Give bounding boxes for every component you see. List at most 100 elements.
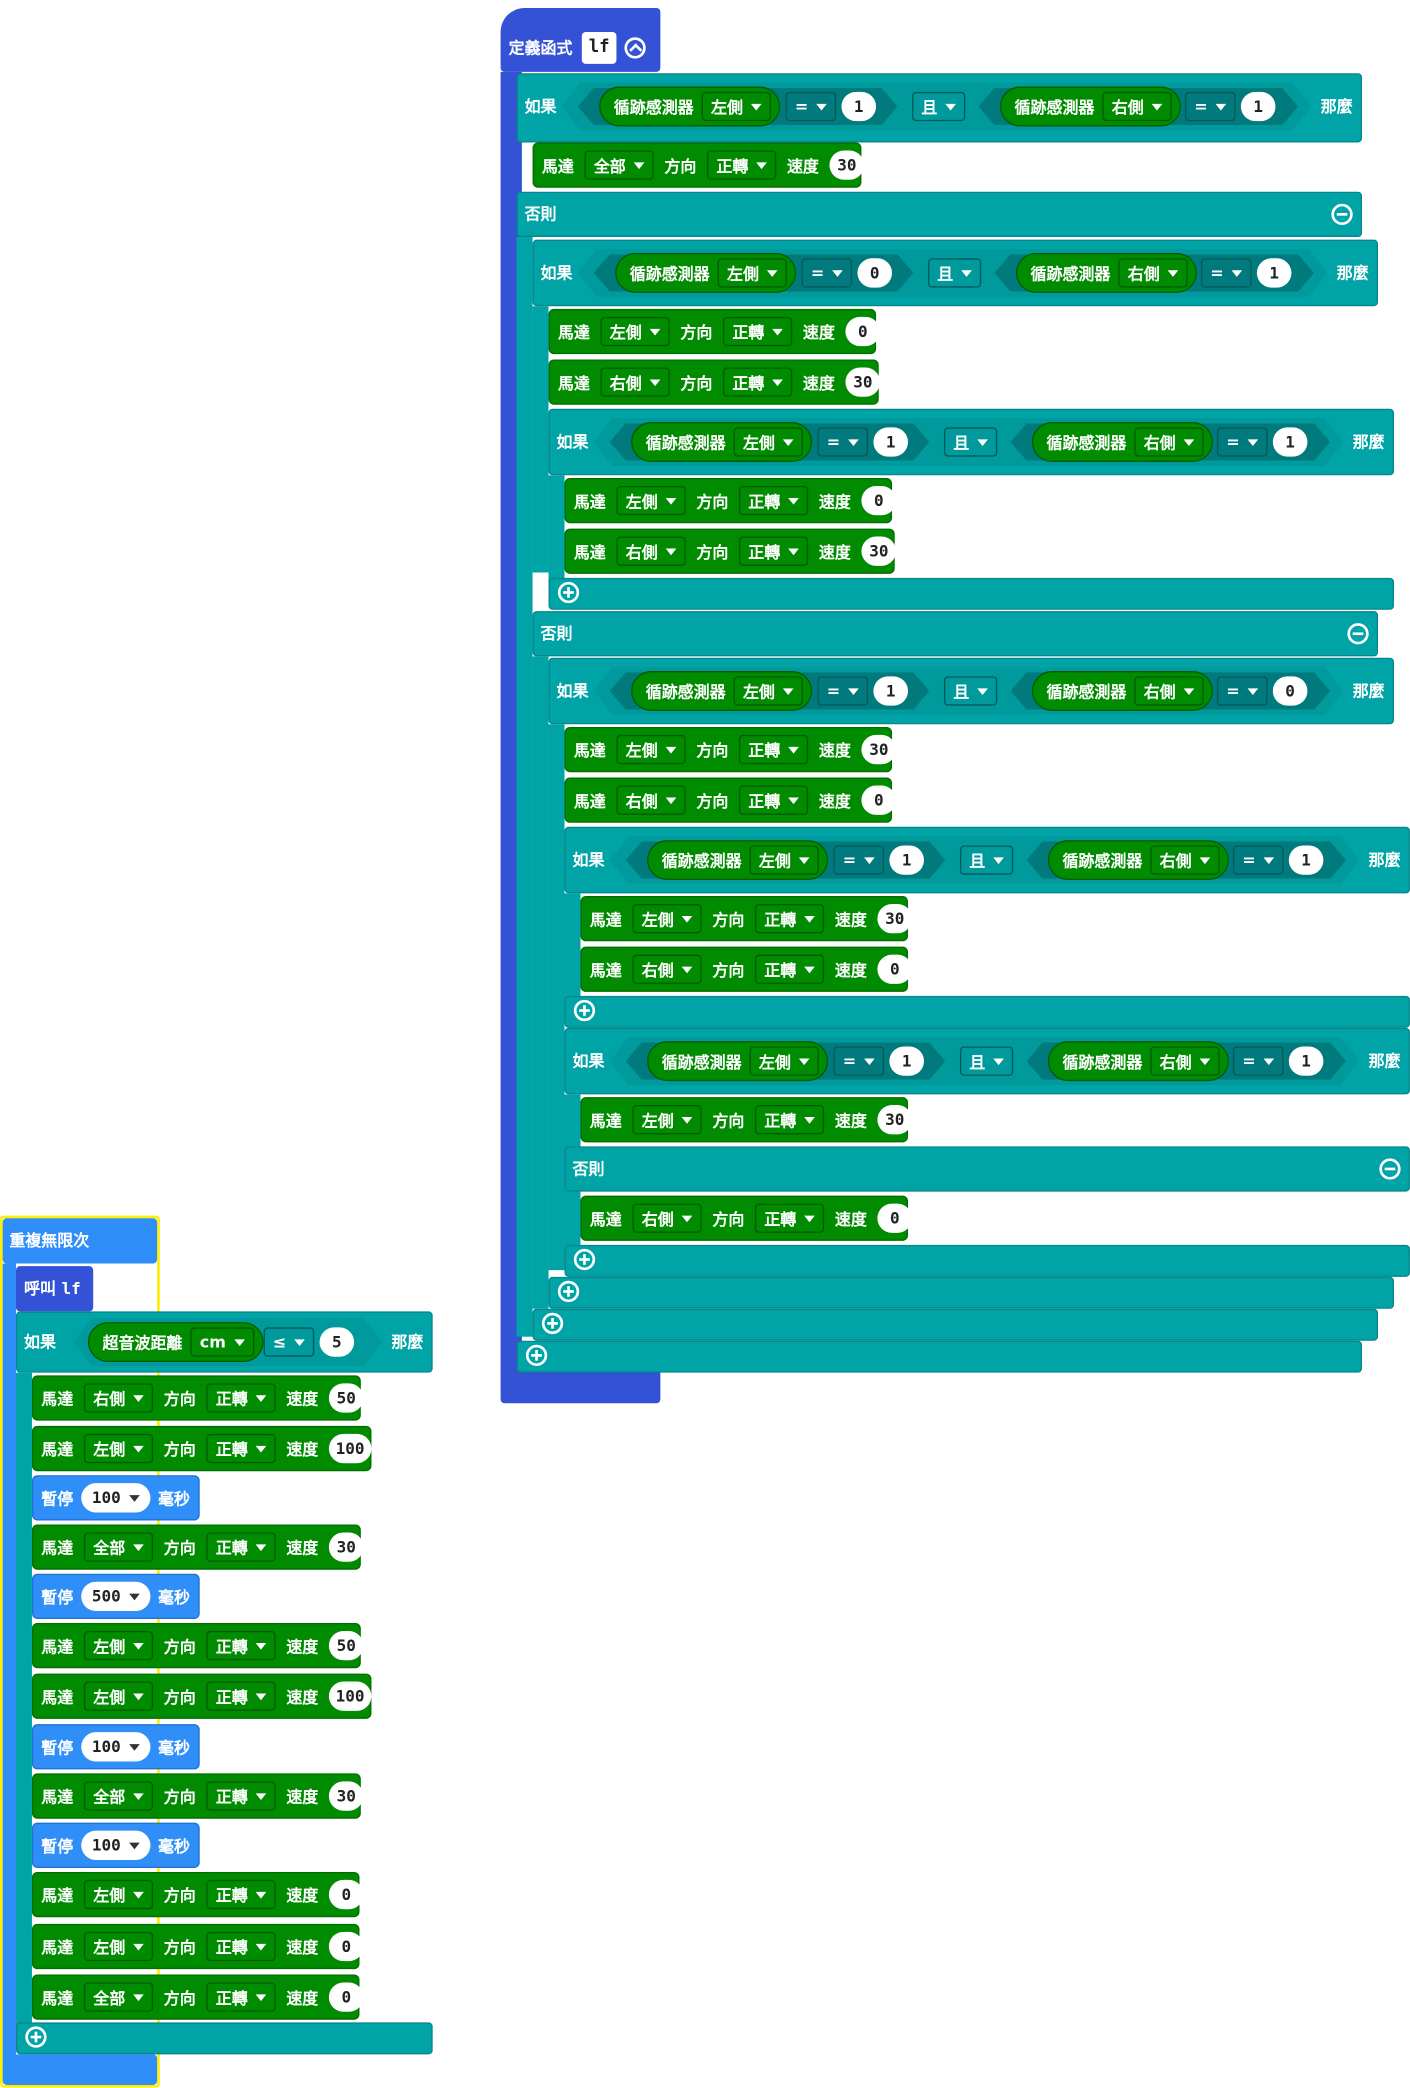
operator-dropdown[interactable]: = [817, 427, 869, 457]
plus-icon[interactable] [557, 1280, 580, 1303]
plus-icon[interactable] [557, 581, 580, 604]
if-label: 如果 [556, 681, 589, 701]
operator-dropdown[interactable]: = [833, 1046, 885, 1076]
plus-icon[interactable] [25, 2026, 47, 2048]
operator-dropdown[interactable]: = [1200, 258, 1252, 288]
if-label: 如果 [572, 850, 605, 870]
value-field[interactable]: 1 [1240, 91, 1276, 122]
if-footer [548, 1276, 1394, 1309]
operator-dropdown[interactable]: = [801, 258, 853, 288]
and-dropdown[interactable]: 且 [959, 1046, 1014, 1076]
value-field[interactable]: 1 [889, 845, 924, 875]
if-stripe [548, 475, 565, 582]
sensor-reporter[interactable]: 循跡感測器右側 [1031, 671, 1213, 711]
forever-block[interactable] [2, 1218, 158, 1264]
if-footer [15, 2022, 433, 2055]
else-bar [564, 1146, 1410, 1192]
operator-dropdown[interactable]: ≤ [263, 1327, 315, 1357]
if-footer [516, 1340, 1363, 1373]
if-stripe [548, 724, 565, 1271]
sensor-reporter[interactable]: 循跡感測器右側 [1015, 252, 1197, 293]
minus-icon[interactable] [1347, 623, 1369, 645]
if-label: 如果 [23, 1332, 56, 1352]
then-label: 那麼 [1336, 263, 1369, 283]
sensor-reporter[interactable]: 循跡感測器右側 [1047, 1041, 1229, 1082]
operator-dropdown[interactable]: = [1184, 91, 1236, 122]
collapse-icon[interactable] [624, 37, 646, 59]
value-field[interactable]: 5 [319, 1327, 355, 1357]
value-field[interactable]: 1 [1256, 258, 1292, 288]
operator-dropdown[interactable]: = [833, 845, 885, 875]
then-label: 那麼 [1368, 850, 1401, 870]
else-label: 否則 [572, 1159, 605, 1179]
sensor-reporter[interactable]: 循跡感測器右側 [999, 86, 1181, 127]
and-dropdown[interactable]: 且 [943, 427, 998, 457]
sensor-reporter[interactable]: 循跡感測器左側 [647, 1041, 829, 1082]
value-field[interactable]: 1 [873, 676, 909, 706]
operator-dropdown[interactable]: = [785, 91, 837, 122]
value-field[interactable]: 0 [857, 258, 893, 288]
sensor-reporter[interactable]: 循跡感測器右側 [1031, 422, 1213, 462]
value-field[interactable]: 1 [873, 427, 909, 457]
minus-icon[interactable] [1331, 203, 1353, 226]
minus-icon[interactable] [1379, 1158, 1401, 1180]
operator-dropdown[interactable]: = [1232, 845, 1284, 875]
sensor-reporter[interactable]: 循跡感測器左側 [615, 252, 797, 293]
value-field[interactable]: 1 [1288, 845, 1324, 875]
define-function-label: 定義函式 [508, 38, 573, 58]
value-field[interactable]: 0 [1272, 676, 1308, 706]
else-bar [532, 611, 1378, 657]
value-field[interactable]: 1 [1288, 1046, 1324, 1076]
function-name-field[interactable]: lf [581, 31, 617, 64]
operator-dropdown[interactable]: = [1232, 1046, 1284, 1076]
sensor-reporter[interactable]: 循跡感測器右側 [1047, 840, 1229, 881]
forever-footer [2, 2054, 158, 2085]
forever-stripe [2, 1263, 16, 2058]
operator-dropdown[interactable]: = [817, 676, 869, 706]
sensor-reporter[interactable]: 循跡感測器左側 [599, 86, 781, 127]
call-function-block[interactable] [15, 1266, 94, 1312]
operator-dropdown[interactable]: = [1216, 427, 1268, 457]
value-field[interactable]: 1 [889, 1046, 924, 1076]
operator-dropdown[interactable]: = [1216, 676, 1268, 706]
and-dropdown[interactable]: 且 [912, 91, 966, 122]
plus-icon[interactable] [541, 1312, 564, 1335]
and-dropdown[interactable]: 且 [943, 676, 998, 706]
sensor-reporter[interactable]: 循跡感測器左側 [647, 840, 829, 881]
sensor-reporter[interactable]: 循跡感測器左側 [631, 422, 813, 462]
plus-icon[interactable] [525, 1344, 548, 1367]
value-field[interactable]: 1 [841, 91, 877, 122]
and-dropdown[interactable]: 且 [959, 845, 1014, 875]
value-field[interactable]: 1 [1272, 427, 1308, 457]
plus-icon[interactable] [573, 999, 596, 1022]
sensor-reporter[interactable]: 循跡感測器左側 [631, 671, 813, 711]
plus-icon[interactable] [573, 1248, 596, 1271]
and-dropdown[interactable]: 且 [927, 258, 982, 288]
